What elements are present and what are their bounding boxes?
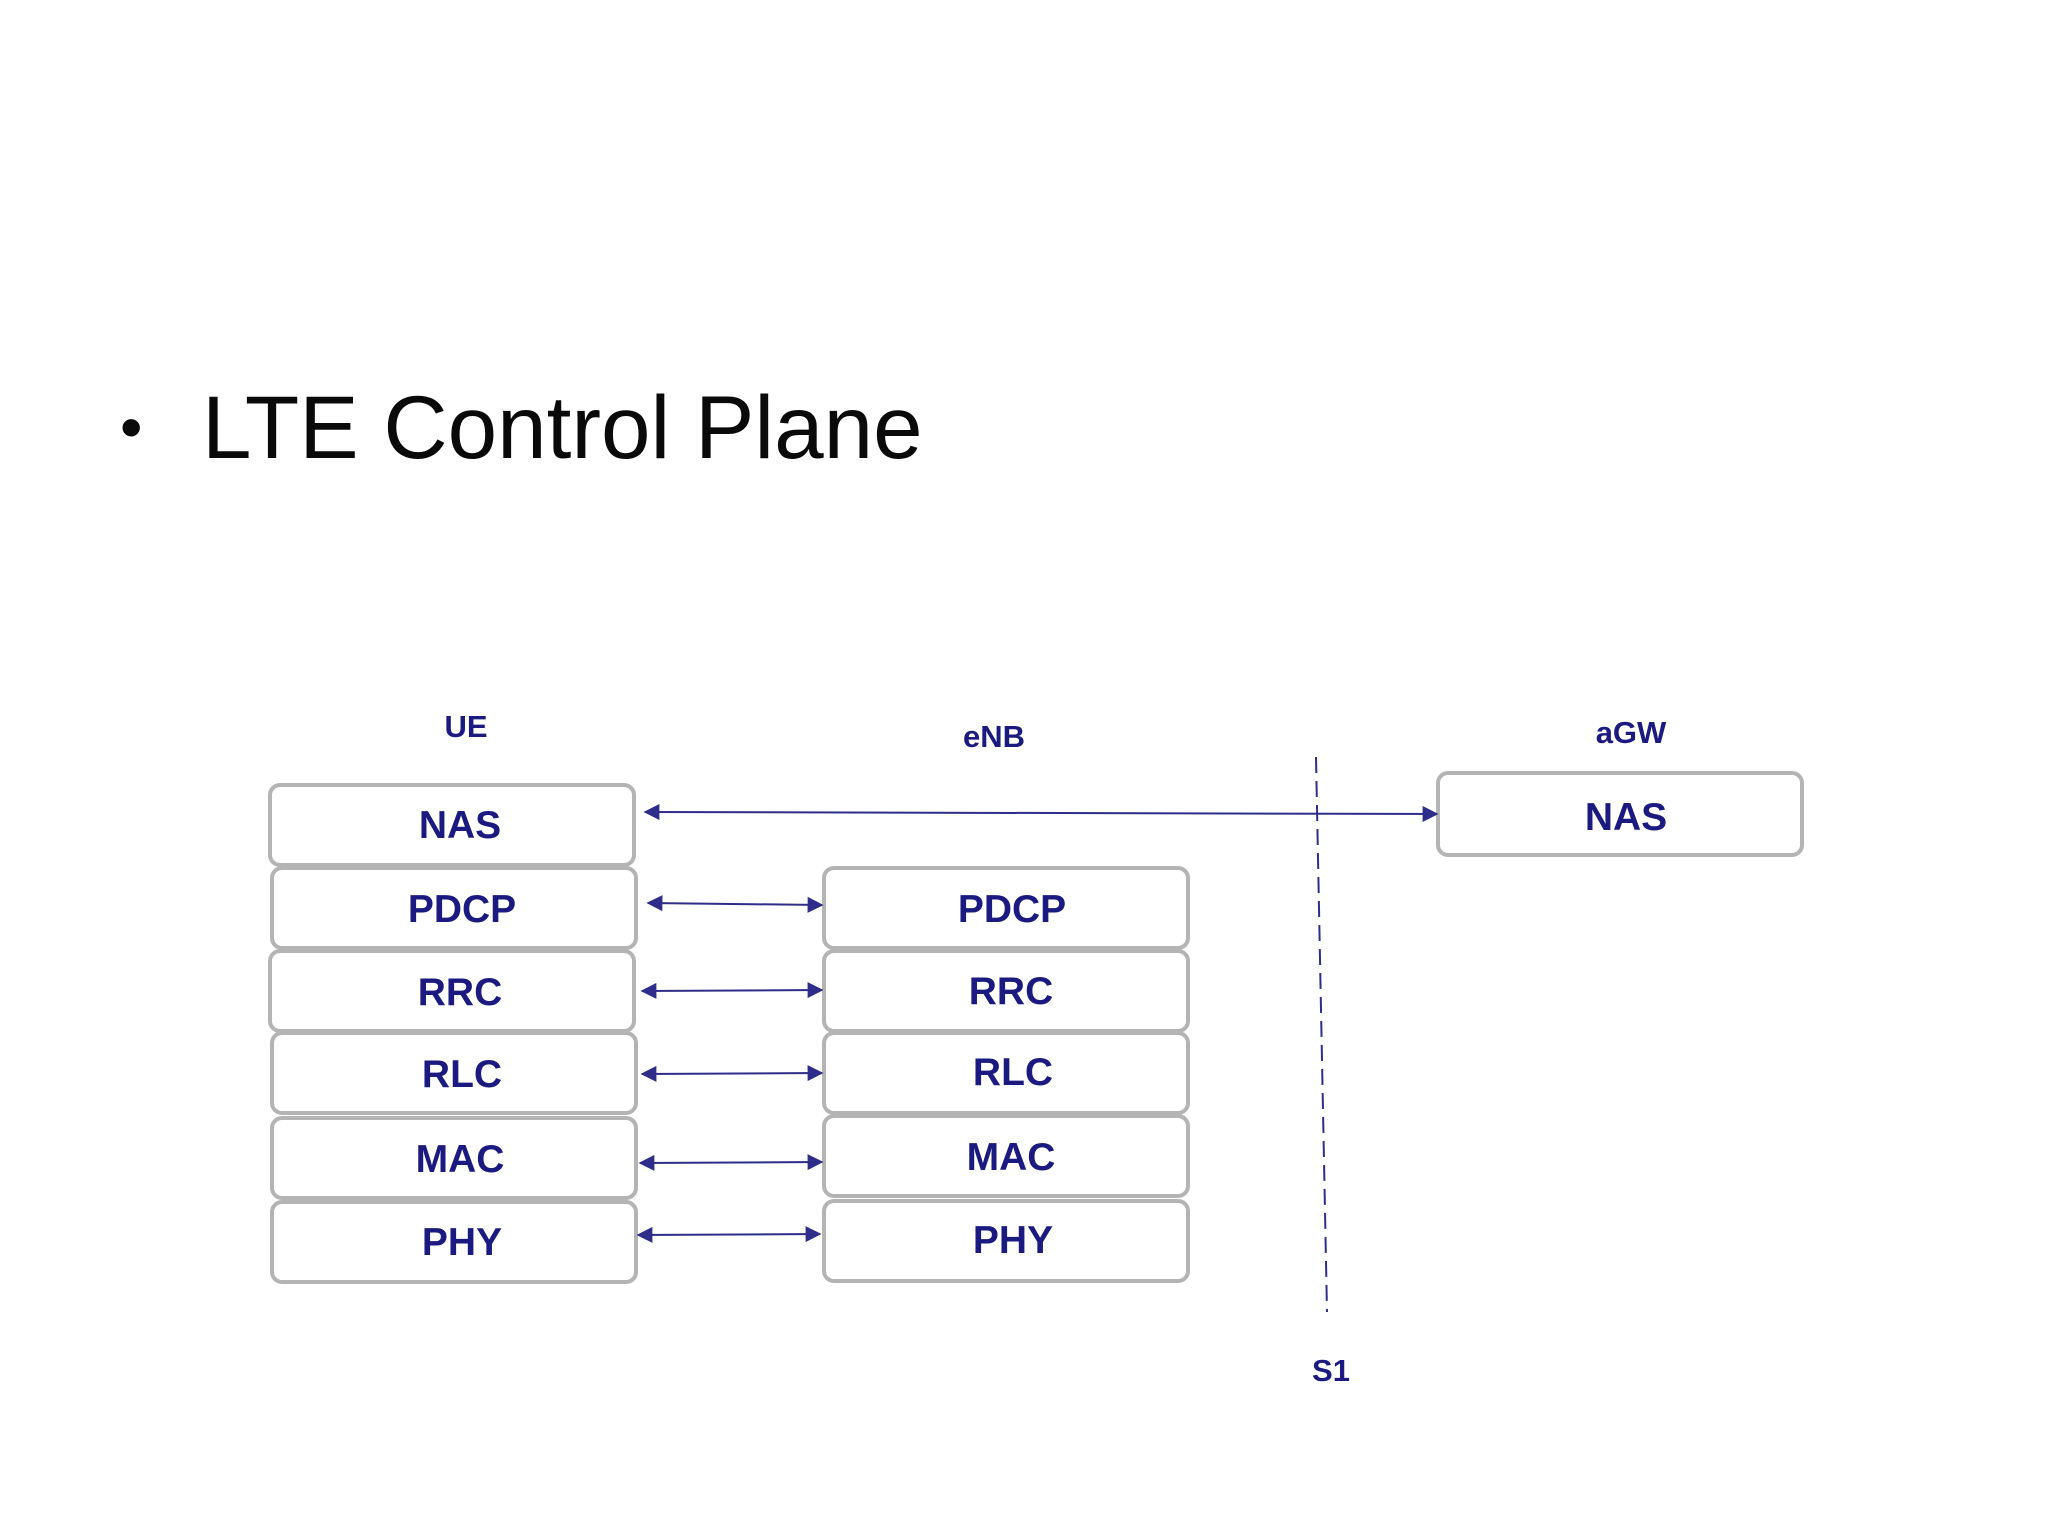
ue-protocol-stack: NAS PDCP RRC RLC MAC PHY [268,783,638,1284]
peer-arrows [636,804,1439,1243]
enb-layer-rrc: RRC [822,949,1190,1033]
ue-layer-phy: PHY [270,1200,638,1284]
enb-column-label: eNB [963,719,1025,754]
agw-layer-nas: NAS [1436,771,1804,857]
enb-layer-rlc-label: RLC [973,1051,1053,1094]
ue-layer-rlc: RLC [270,1031,638,1115]
enb-protocol-stack: PDCP RRC RLC MAC PHY [822,866,1190,1283]
enb-layer-mac-label: MAC [967,1136,1056,1179]
arrow-rrc [640,982,824,999]
bullet-point: • [120,391,143,463]
ue-layer-rlc-label: RLC [422,1053,502,1096]
ue-layer-mac: MAC [270,1116,638,1200]
enb-layer-phy: PHY [822,1199,1190,1283]
ue-layer-rrc-label: RRC [418,971,503,1014]
ue-layer-pdcp-label: PDCP [408,888,516,931]
ue-layer-phy-label: PHY [422,1221,502,1264]
agw-column-label: aGW [1596,715,1667,750]
arrow-rlc [640,1065,824,1082]
enb-layer-rlc: RLC [822,1031,1190,1115]
ue-layer-mac-label: MAC [416,1138,505,1181]
enb-layer-rrc-label: RRC [969,970,1054,1013]
s1-interface-line [1315,756,1328,1313]
arrow-phy [636,1226,822,1243]
ue-layer-nas: NAS [268,783,636,867]
enb-layer-mac: MAC [822,1114,1190,1198]
ue-column-label: UE [444,709,487,744]
ue-layer-pdcp: PDCP [270,866,638,950]
enb-layer-pdcp: PDCP [822,866,1190,950]
agw-protocol-stack: NAS [1436,771,1804,857]
agw-layer-nas-label: NAS [1585,796,1667,839]
enb-layer-phy-label: PHY [973,1219,1053,1262]
arrow-mac [638,1154,824,1171]
arrow-nas-ue-agw [643,804,1439,822]
slide-title-text: LTE Control Plane [202,376,923,477]
arrow-pdcp [646,895,824,913]
enb-layer-pdcp-label: PDCP [958,888,1066,931]
slide-title: • LTE Control Plane [120,372,923,482]
ue-layer-nas-label: NAS [419,804,501,847]
s1-interface-label: S1 [1312,1353,1350,1388]
ue-layer-rrc: RRC [268,949,636,1033]
